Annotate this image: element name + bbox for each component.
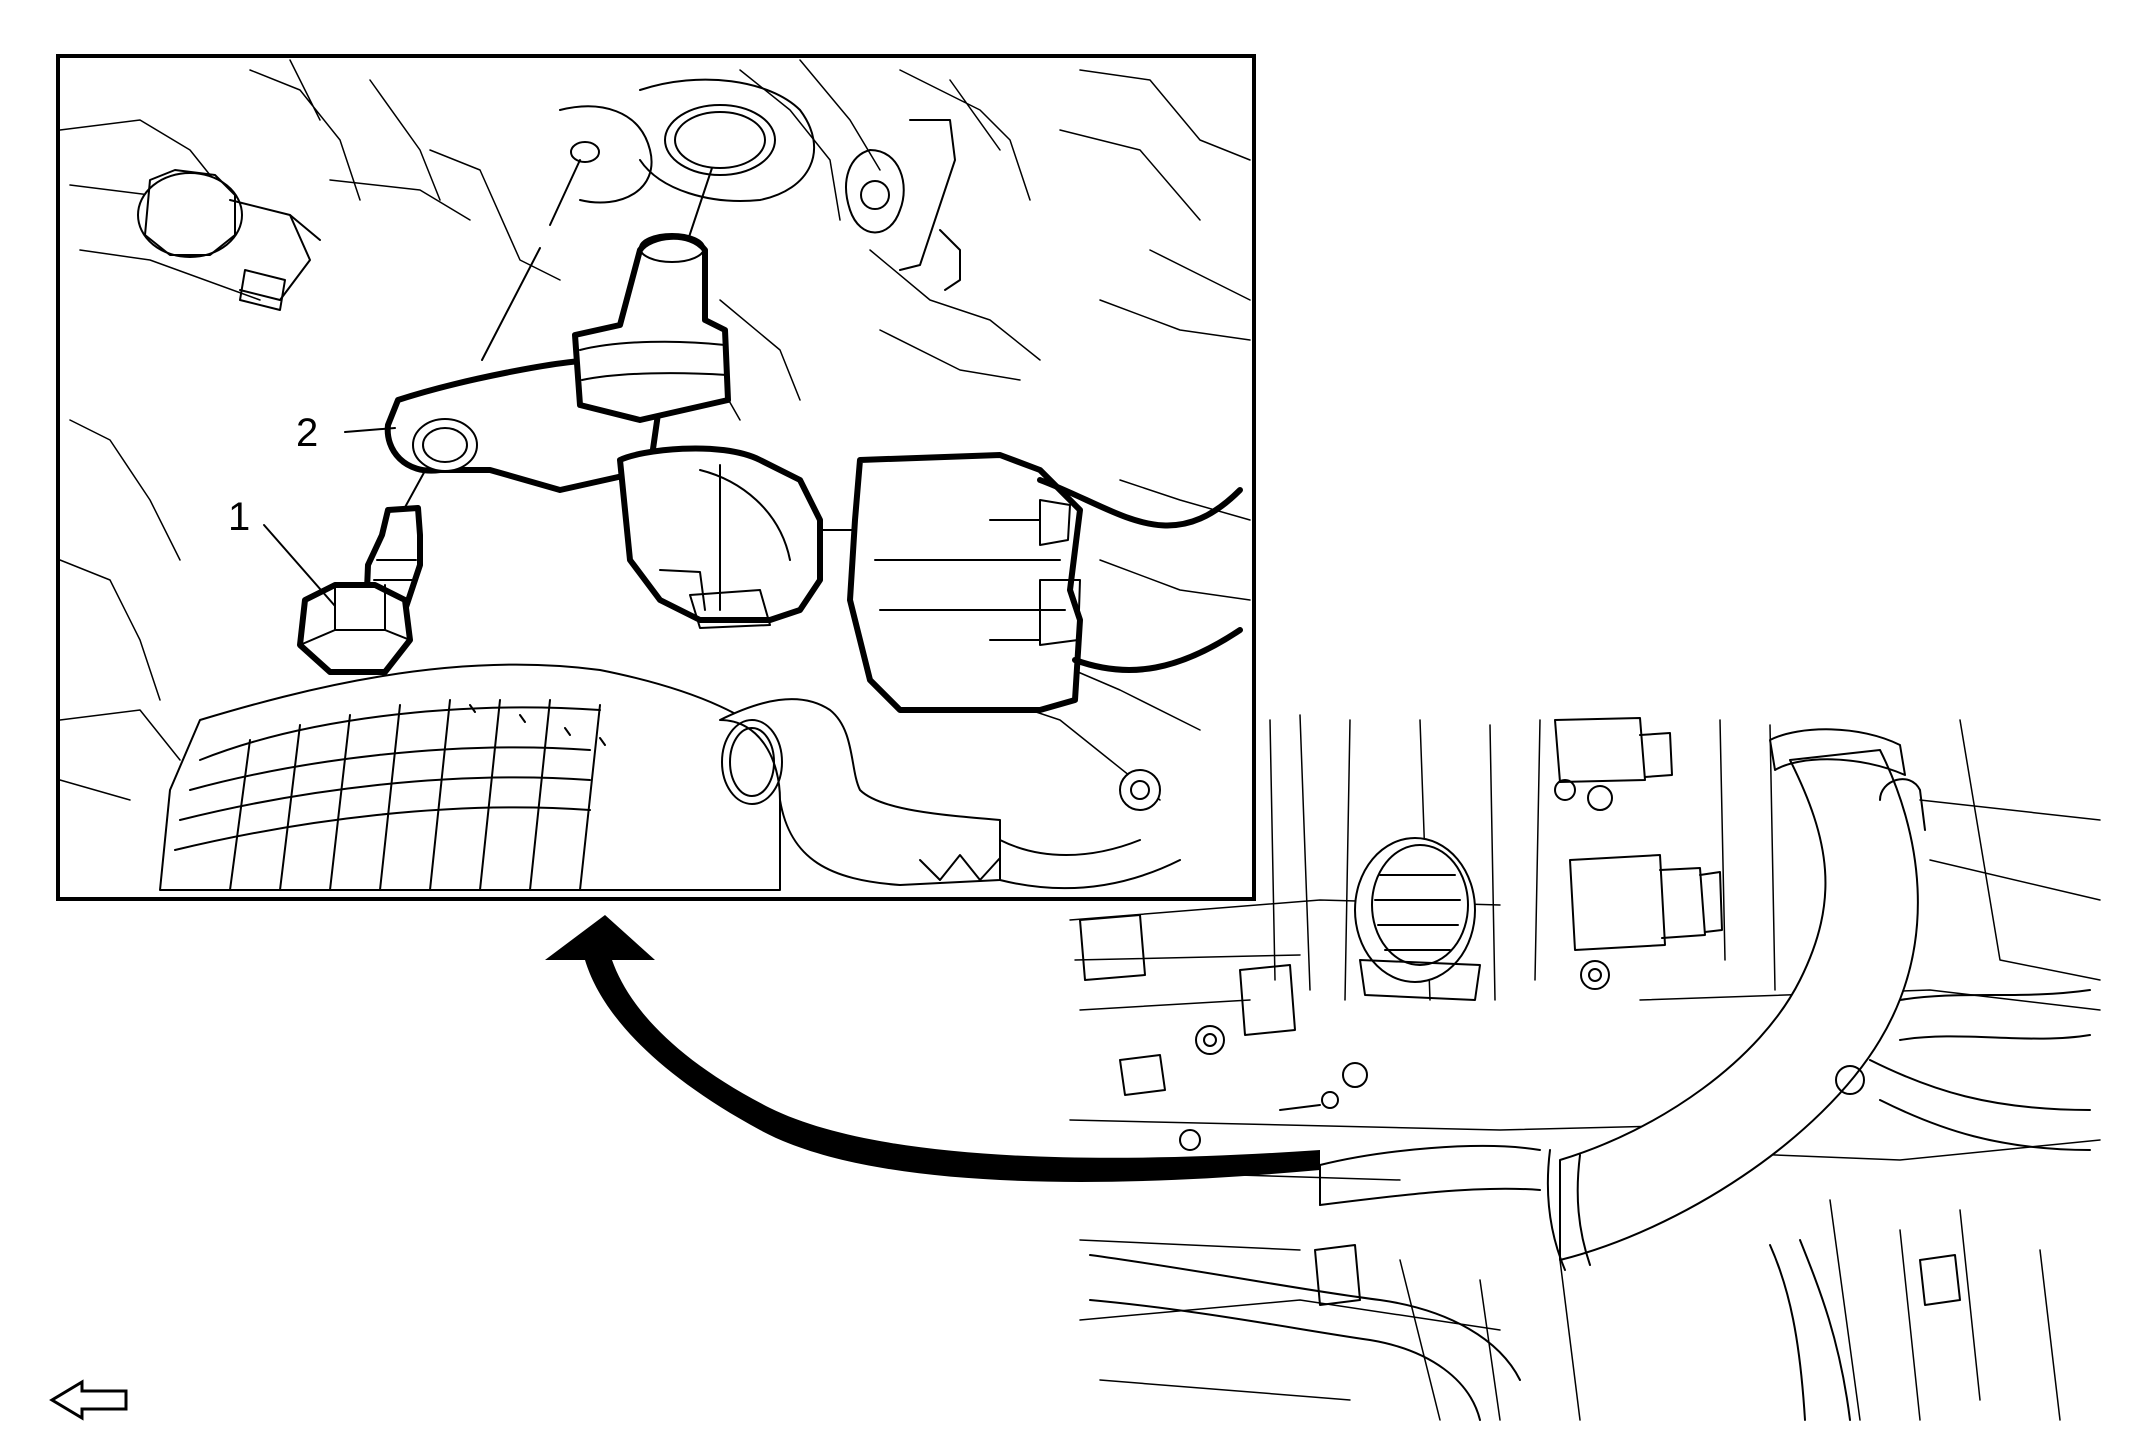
oil-filler-cap [1354,837,1481,1001]
hose-clamp [1314,1244,1961,1306]
callout-labels: 1 2 [228,411,396,607]
curved-arrow-icon [545,915,1320,1182]
mounting-surface [559,78,961,291]
wiring-harness-connector [847,452,1083,713]
wiring-harness [1037,477,1243,673]
air-intake-duct [1546,728,1926,1271]
left-arrow-icon [49,1379,128,1421]
detail-view: 1 2 [56,54,1256,901]
upper-engine-sensor [1554,717,1673,811]
lower-bolt [1119,769,1161,811]
callout-1: 1 [228,495,250,539]
engine-overview-view [1069,714,2101,1421]
lower-right-pipes [919,839,1181,890]
mounting-bolt [297,505,423,675]
engine-fasteners [1079,779,1865,1151]
callout-2: 2 [296,411,318,455]
sensor-location-on-engine [1569,854,1723,990]
lower-hose [719,698,1001,886]
mounting-bracket [137,169,321,311]
coolant-hose [1089,989,2091,1421]
camshaft-position-sensor [384,233,823,629]
